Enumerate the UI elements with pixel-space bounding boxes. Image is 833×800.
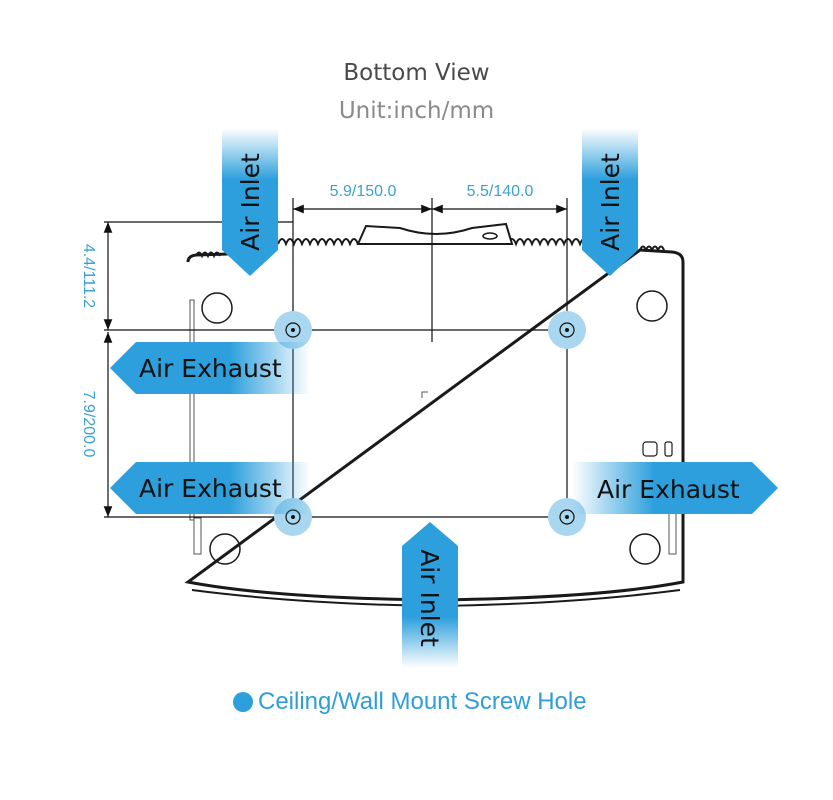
port-b [664, 441, 673, 457]
air-inlet-bottom: Air Inlet [402, 522, 458, 668]
fins-left-small [195, 251, 221, 259]
unit-label: Unit:inch/mm [338, 98, 495, 124]
dim-label-left-lower: 7.9/200.0 [80, 391, 97, 458]
fins-right-small [639, 245, 665, 253]
air-exhaust-left-upper: Air Exhaust [110, 342, 310, 394]
arrow-right-icon [572, 462, 778, 514]
air-inlet-top-right: Air Inlet [582, 128, 638, 276]
svg-text:Air Inlet: Air Inlet [596, 153, 625, 251]
screw-hole-top-left [274, 311, 312, 349]
air-inlet-top-left: Air Inlet [222, 128, 278, 276]
dim-label-top-left: 5.9/150.0 [330, 183, 397, 200]
air-exhaust-right: Air Exhaust [572, 462, 778, 514]
port-a [642, 441, 658, 457]
air-exhaust-left-lower: Air Exhaust [110, 462, 310, 514]
legend-label: Ceiling/Wall Mount Screw Hole [258, 688, 587, 715]
foot-bottom-right [629, 533, 661, 565]
side-vents-right [668, 509, 677, 555]
svg-text:Air Exhaust: Air Exhaust [139, 474, 282, 503]
arrow-up-icon [402, 522, 458, 668]
diagram-title: Bottom View [343, 60, 490, 86]
cooling-fins-left [277, 238, 359, 247]
arrow-left-icon [110, 342, 310, 394]
arrow-down-icon [582, 128, 638, 276]
legend: Ceiling/Wall Mount Screw Hole [233, 688, 587, 716]
arrow-down-icon [222, 128, 278, 276]
arrow-left-icon [110, 462, 310, 514]
side-vents-left [189, 299, 202, 555]
cooling-fins-right [507, 238, 589, 247]
svg-text:Air Inlet: Air Inlet [236, 153, 265, 251]
foot-top-left [201, 292, 233, 324]
svg-text:Air Exhaust: Air Exhaust [597, 475, 740, 504]
dim-label-left-upper: 4.4/111.2 [80, 244, 97, 308]
svg-text:Air Inlet: Air Inlet [415, 549, 444, 647]
center-mark [421, 391, 428, 398]
svg-text:Air Exhaust: Air Exhaust [139, 354, 282, 383]
screw-hole-top-right [548, 311, 586, 349]
screw-holes [274, 311, 586, 536]
lens-housing [356, 222, 514, 245]
dim-label-top-right: 5.5/140.0 [467, 183, 534, 200]
foot-top-right [636, 290, 668, 322]
screw-hole-legend-icon [233, 692, 253, 712]
foot-bottom-left [209, 533, 241, 565]
